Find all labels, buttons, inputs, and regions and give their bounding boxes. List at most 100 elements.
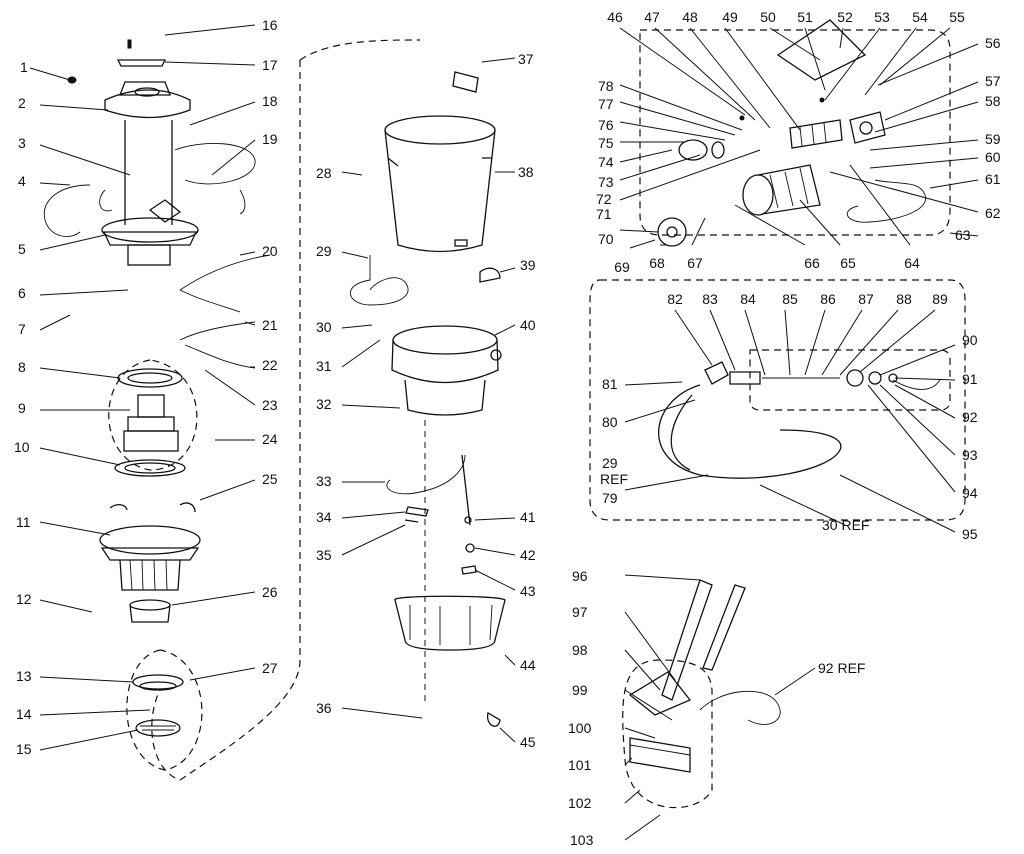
group-outline-63 — [639, 29, 951, 236]
label-part-32: 32 — [316, 396, 332, 412]
label-part-52: 52 — [837, 9, 853, 25]
part-screw-1 — [67, 76, 77, 84]
part-brush-holder-57 — [849, 111, 886, 144]
label-part-56: 56 — [985, 35, 1001, 51]
part-wand-96 — [661, 579, 746, 701]
label-part-55: 55 — [949, 9, 965, 25]
label-part-36: 36 — [316, 700, 332, 716]
label-part-25: 25 — [262, 471, 278, 487]
part-cord-33 — [386, 454, 466, 495]
part-seal-8 — [117, 368, 183, 388]
label-part-13: 13 — [16, 668, 32, 684]
label-part-28: 28 — [316, 165, 332, 181]
label-part-61: 61 — [985, 171, 1001, 187]
label-part-15: 15 — [16, 741, 32, 757]
label-part-96: 96 — [572, 568, 588, 584]
label-part-73: 73 — [598, 174, 614, 190]
label-part-4: 4 — [18, 173, 26, 189]
ref-labels: 29 REF 30 REF 92 REF — [600, 455, 869, 676]
label-part-1: 1 — [20, 59, 28, 75]
label-part-44: 44 — [520, 657, 536, 673]
label-part-2: 2 — [18, 95, 26, 111]
label-part-74: 74 — [598, 154, 614, 170]
label-part-6: 6 — [18, 285, 26, 301]
label-part-21: 21 — [262, 317, 278, 333]
label-part-94: 94 — [962, 485, 978, 501]
label-part-83: 83 — [702, 291, 718, 307]
label-part-99: 99 — [572, 682, 588, 698]
label-part-10: 10 — [14, 439, 30, 455]
label-part-8: 8 — [18, 359, 26, 375]
label-part-14: 14 — [16, 706, 32, 722]
part-screen-15 — [135, 719, 181, 737]
label-part-43: 43 — [520, 583, 536, 599]
label-part-35: 35 — [316, 547, 332, 563]
part-wire-21 — [179, 321, 256, 341]
label-part-81: 81 — [602, 376, 618, 392]
part-clip-25b — [109, 504, 128, 511]
group-outline-inner-95 — [749, 349, 951, 411]
label-part-38: 38 — [518, 164, 534, 180]
label-part-101: 101 — [568, 757, 592, 773]
label-part-42: 42 — [520, 547, 536, 563]
label-part-17: 17 — [262, 57, 278, 73]
label-part-51: 51 — [797, 9, 813, 25]
label-part-19: 19 — [262, 131, 278, 147]
part-cover-52 — [776, 19, 867, 81]
label-part-3: 3 — [18, 135, 26, 151]
part-gasket-10 — [114, 459, 186, 477]
label-part-70: 70 — [598, 231, 614, 247]
label-part-89: 89 — [932, 291, 948, 307]
label-part-103: 103 — [570, 832, 594, 848]
part-cord-4 — [43, 184, 113, 237]
part-motor-housing — [101, 120, 199, 266]
part-impeller-9 — [123, 394, 179, 452]
group-outline-27 — [151, 39, 421, 781]
part-clip-34 — [405, 506, 429, 517]
part-clip-25 — [179, 502, 196, 513]
label-part-34: 34 — [316, 509, 332, 525]
label-part-54: 54 — [912, 9, 928, 25]
label-part-40: 40 — [520, 317, 536, 333]
label-part-50: 50 — [760, 9, 776, 25]
part-cord-19 — [174, 142, 256, 215]
part-tank-38 — [384, 115, 496, 253]
group-outline-27-bottom — [126, 649, 203, 771]
part-filter-13 — [132, 674, 184, 691]
part-wire-20 — [179, 254, 271, 313]
label-part-41: 41 — [520, 509, 536, 525]
label-part-86: 86 — [820, 291, 836, 307]
part-cord-61 — [846, 179, 926, 223]
group-outline-95 — [589, 279, 966, 521]
label-part-66: 66 — [804, 255, 820, 271]
part-spring-41 — [461, 454, 472, 526]
label-part-97: 97 — [572, 604, 588, 620]
part-handle-lid — [104, 81, 191, 119]
part-motor-65 — [742, 164, 821, 216]
label-part-80: 80 — [602, 414, 618, 430]
label-part-58: 58 — [985, 93, 1001, 109]
part-nut-43 — [461, 565, 477, 575]
label-part-93: 93 — [962, 447, 978, 463]
label-part-98: 98 — [572, 642, 588, 658]
part-dome-40 — [391, 325, 502, 416]
label-part-65: 65 — [840, 255, 856, 271]
label-part-64: 64 — [904, 255, 920, 271]
part-tab-37 — [452, 71, 479, 93]
part-clip-35 — [404, 519, 419, 523]
part-fan-75 — [678, 139, 725, 161]
part-nozzle-98 — [628, 671, 692, 716]
label-part-84: 84 — [740, 291, 756, 307]
label-part-77: 77 — [598, 96, 614, 112]
label-part-87: 87 — [858, 291, 874, 307]
label-part-49: 49 — [722, 9, 738, 25]
label-92-ref: 92 REF — [818, 660, 865, 676]
label-29-ref-suffix: REF — [600, 471, 628, 487]
label-part-72: 72 — [596, 191, 612, 207]
label-part-91: 91 — [962, 371, 978, 387]
label-part-20: 20 — [262, 243, 278, 259]
label-part-68: 68 — [649, 255, 665, 271]
part-washer-42 — [465, 543, 475, 553]
label-part-18: 18 — [262, 93, 278, 109]
